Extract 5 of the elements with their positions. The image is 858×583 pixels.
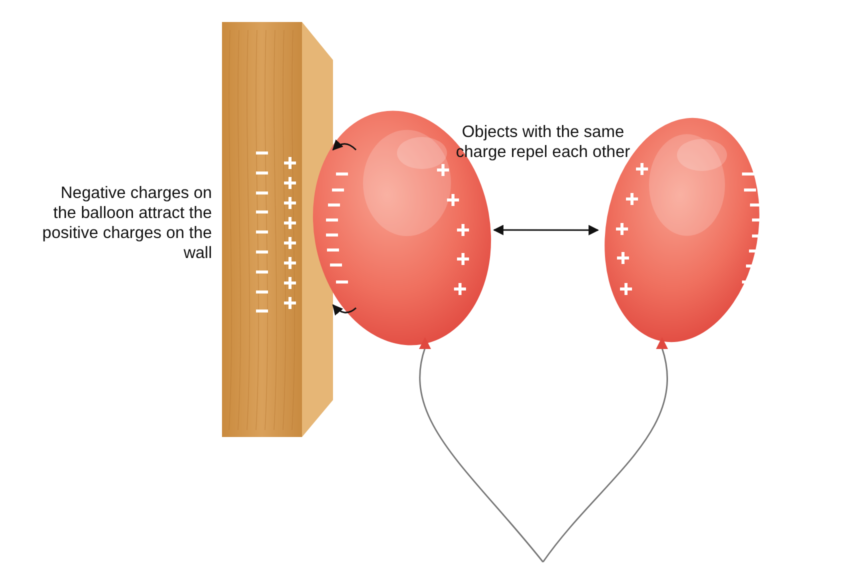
arrow: [492, 224, 600, 236]
wooden-wall-drawing: [222, 22, 333, 437]
arrow: [332, 304, 356, 316]
arrow: [332, 140, 357, 151]
annotation-text: Negative charges on the balloon attract the positive charges on the wall: [41, 183, 212, 263]
